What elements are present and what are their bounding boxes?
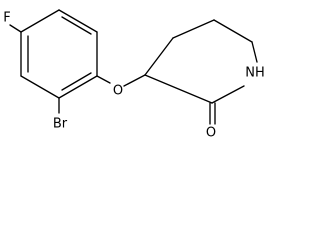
fluorine-label: F xyxy=(3,11,10,26)
ring-bond xyxy=(20,75,60,99)
ring-bond xyxy=(144,74,213,104)
carbonyl-oxygen-label: O xyxy=(206,126,216,141)
ring-bond xyxy=(58,75,98,99)
amide-nitrogen-label: NH xyxy=(245,66,265,81)
ring-bond xyxy=(251,41,258,63)
c-o-ether-bond-aryl xyxy=(96,75,111,84)
ring-double-bond xyxy=(61,72,92,91)
ring-bond xyxy=(213,19,253,43)
ring-double-bond xyxy=(61,16,92,35)
c-f-bond xyxy=(9,24,22,33)
ether-oxygen-label: O xyxy=(113,84,123,99)
bromine-label: Br xyxy=(53,117,68,132)
chemical-structure-diagram: F Br O O NH xyxy=(3,9,265,141)
ring-bond xyxy=(144,37,174,76)
ring-bond xyxy=(58,9,98,33)
azepan-2-one-ring xyxy=(144,19,258,125)
ring-bond xyxy=(172,19,215,39)
ring-bond xyxy=(20,9,60,33)
benzene-ring xyxy=(20,9,98,99)
ring-bond xyxy=(211,85,245,104)
o-c-ether-bond-alkyl xyxy=(123,74,146,87)
